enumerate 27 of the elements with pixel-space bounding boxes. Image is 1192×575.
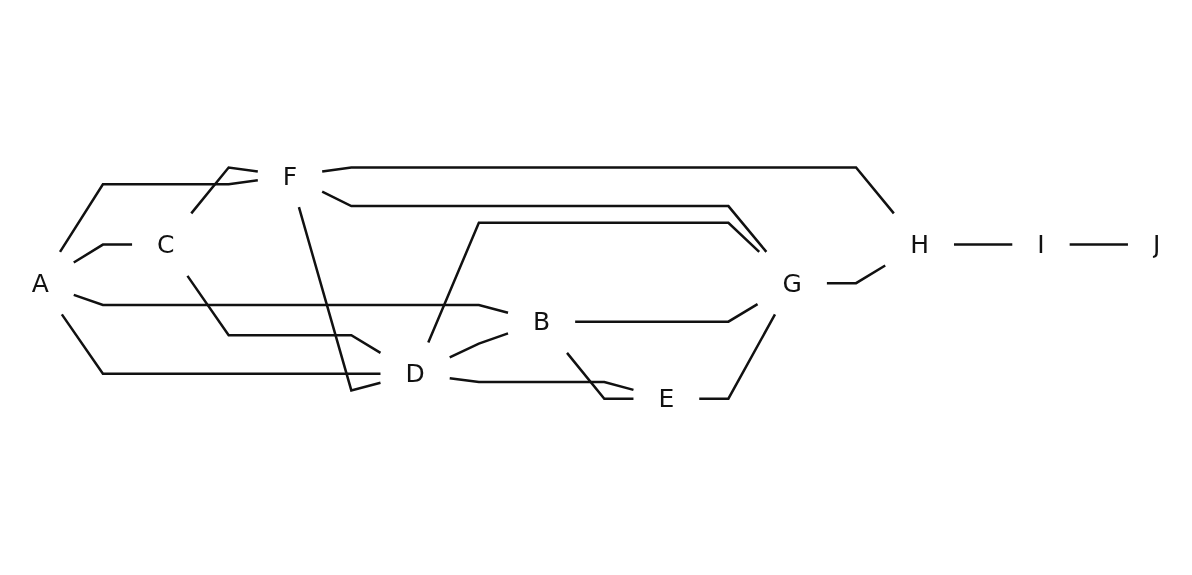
connector bbox=[322, 166, 895, 215]
connector bbox=[566, 352, 634, 401]
connector bbox=[449, 332, 509, 359]
connector bbox=[699, 313, 777, 401]
node-text: H bbox=[910, 230, 929, 260]
node-text: I bbox=[1037, 230, 1045, 260]
connector bbox=[58, 179, 258, 253]
connector bbox=[826, 264, 886, 285]
connector bbox=[73, 293, 509, 315]
connector bbox=[186, 275, 382, 355]
node-text: B bbox=[533, 307, 551, 337]
connector bbox=[954, 243, 1013, 247]
node-text: C bbox=[157, 230, 175, 260]
connector bbox=[321, 190, 768, 253]
connector bbox=[449, 377, 634, 392]
connector bbox=[575, 303, 759, 324]
node-text: A bbox=[31, 268, 49, 298]
connector bbox=[190, 166, 258, 215]
node-text: E bbox=[658, 384, 675, 414]
node-text: G bbox=[782, 268, 802, 298]
connector bbox=[1069, 243, 1128, 247]
node-text: F bbox=[282, 161, 298, 191]
connector bbox=[297, 207, 381, 393]
connector bbox=[60, 313, 381, 376]
connector bbox=[73, 243, 133, 264]
node-text: D bbox=[405, 359, 425, 389]
connector bbox=[427, 221, 761, 344]
